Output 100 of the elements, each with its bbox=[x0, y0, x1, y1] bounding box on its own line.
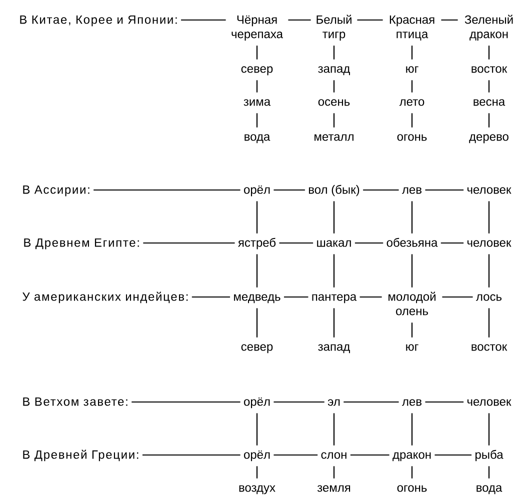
connector-line bbox=[256, 113, 258, 128]
term-label: лето bbox=[399, 99, 424, 106]
connector-line bbox=[441, 19, 458, 21]
connector-line bbox=[274, 189, 305, 191]
connector-line bbox=[411, 322, 413, 338]
term-label: шакал bbox=[317, 240, 351, 247]
connector-line bbox=[440, 242, 464, 244]
connector-line bbox=[132, 401, 240, 403]
term-label: слон bbox=[321, 452, 346, 459]
term-label: человек bbox=[467, 187, 512, 194]
term-label: Красная птица bbox=[390, 15, 434, 40]
connector-line bbox=[288, 19, 311, 21]
term-label: север bbox=[241, 344, 273, 354]
connector-line bbox=[256, 254, 258, 288]
connector-line bbox=[488, 113, 490, 128]
connector-line bbox=[181, 19, 226, 21]
term-label: Зеленый дракон bbox=[464, 14, 513, 41]
connector-line bbox=[425, 189, 464, 191]
connector-line bbox=[363, 189, 399, 191]
connector-line bbox=[284, 296, 308, 298]
term-label: рыба bbox=[475, 450, 504, 462]
connector-line bbox=[411, 46, 413, 60]
term-label: восток bbox=[472, 66, 508, 73]
connector-line bbox=[333, 201, 335, 234]
term-label: человек bbox=[467, 240, 512, 247]
connector-line bbox=[333, 254, 335, 288]
connector-line bbox=[256, 413, 258, 446]
connector-line bbox=[344, 401, 399, 403]
connector-line bbox=[488, 201, 490, 234]
term-label: металл bbox=[314, 134, 354, 141]
term-label: воздух bbox=[239, 485, 276, 494]
connector-line bbox=[256, 80, 258, 92]
term-label: восток bbox=[472, 344, 508, 351]
connector-line bbox=[488, 46, 490, 60]
row-label: В Китае, Корее и Японии: bbox=[20, 15, 177, 26]
connector-line bbox=[333, 113, 335, 128]
connector-line bbox=[142, 454, 240, 456]
connector-line bbox=[411, 254, 413, 288]
term-label: медведь bbox=[234, 294, 280, 304]
term-label: юг bbox=[406, 344, 418, 351]
connector-line bbox=[357, 19, 383, 21]
term-label: орёл bbox=[244, 397, 270, 408]
connector-line bbox=[94, 189, 240, 191]
connector-line bbox=[256, 201, 258, 234]
connector-line bbox=[411, 113, 413, 128]
term-label: орёл bbox=[244, 450, 270, 462]
row-label: В Древнем Египте: bbox=[24, 238, 139, 250]
connector-line bbox=[434, 454, 472, 456]
term-label: запад bbox=[318, 344, 350, 354]
term-label: ястреб bbox=[238, 238, 276, 250]
connector-line bbox=[488, 413, 490, 446]
connector-line bbox=[333, 46, 335, 60]
connector-line bbox=[143, 242, 235, 244]
connector-line bbox=[192, 296, 230, 298]
term-label: запад bbox=[318, 66, 350, 76]
connector-line bbox=[411, 413, 413, 446]
connector-line bbox=[488, 308, 490, 338]
connector-line bbox=[256, 308, 258, 338]
term-label: вода bbox=[476, 485, 502, 494]
connector-line bbox=[411, 201, 413, 234]
row-label: В Ассирии: bbox=[23, 185, 90, 196]
term-label: Чёрная черепаха bbox=[232, 15, 283, 41]
row-label: В Ветхом завете: bbox=[23, 397, 128, 406]
connector-line bbox=[488, 466, 490, 478]
term-label: зима bbox=[244, 99, 271, 106]
term-label: Белый тигр bbox=[316, 14, 352, 41]
term-label: север bbox=[241, 66, 273, 76]
term-label: лось bbox=[476, 294, 502, 301]
term-label: обезьяна bbox=[386, 238, 438, 247]
connector-line bbox=[274, 454, 318, 456]
row-label: У американских индейцев: bbox=[22, 292, 188, 304]
connector-line bbox=[442, 296, 473, 298]
connector-line bbox=[360, 296, 382, 298]
connector-line bbox=[279, 242, 314, 244]
term-label: юг bbox=[406, 66, 418, 73]
term-label: эл bbox=[328, 399, 340, 406]
term-label: весна bbox=[474, 99, 506, 106]
term-label: осень bbox=[318, 99, 350, 106]
term-label: пантера bbox=[312, 294, 357, 304]
connector-line bbox=[333, 413, 335, 446]
connector-line bbox=[256, 466, 258, 478]
connector-line bbox=[411, 466, 413, 478]
term-label: лев bbox=[402, 187, 422, 194]
term-label: вол (бык) bbox=[308, 184, 360, 196]
term-label: лев bbox=[402, 399, 422, 406]
term-label: вода bbox=[244, 134, 270, 144]
connector-line bbox=[333, 466, 335, 478]
connector-line bbox=[354, 242, 384, 244]
term-label: огонь bbox=[397, 134, 427, 141]
connector-line bbox=[333, 308, 335, 338]
connector-line bbox=[488, 254, 490, 288]
connector-line bbox=[411, 80, 413, 92]
connector-line bbox=[256, 46, 258, 60]
term-label: дракон bbox=[392, 452, 431, 462]
connector-line bbox=[274, 401, 324, 403]
connector-line bbox=[333, 80, 335, 92]
row-label: В Древней Греции: bbox=[23, 450, 138, 462]
term-label: земля bbox=[317, 485, 350, 492]
term-label: человек bbox=[467, 399, 512, 406]
term-label: молодой олень bbox=[388, 292, 436, 316]
